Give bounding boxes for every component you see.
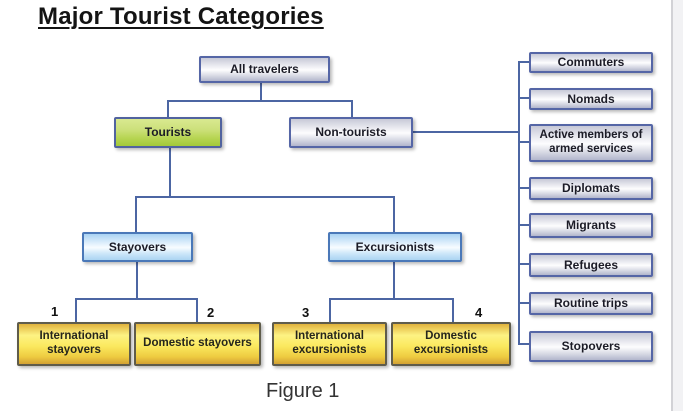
connector-line: [518, 302, 529, 304]
connector-line: [135, 196, 137, 232]
node-armed-services: Active members of armed services: [529, 124, 653, 162]
connector-line: [169, 148, 171, 198]
connector-line: [75, 298, 77, 322]
node-non-tourists: Non-tourists: [289, 117, 413, 148]
connector-line: [329, 298, 331, 322]
leaf-number-2: 2: [207, 305, 215, 320]
node-all-travelers: All travelers: [199, 56, 330, 83]
connector-line: [393, 196, 395, 232]
figure-title: Major Tourist Categories: [38, 3, 324, 30]
figure-caption: Figure 1: [266, 380, 340, 402]
node-commuters: Commuters: [529, 52, 653, 73]
node-nomads: Nomads: [529, 88, 653, 110]
connector-line: [167, 100, 353, 102]
node-domestic-stayovers: Domestic stayovers: [134, 322, 261, 366]
node-routine-trips: Routine trips: [529, 292, 653, 315]
node-excursionists: Excursionists: [328, 232, 462, 262]
node-domestic-excursionists: Domestic excursionists: [391, 322, 511, 366]
connector-line: [518, 187, 529, 189]
connector-line: [518, 61, 529, 63]
connector-line: [393, 262, 395, 300]
connector-line: [135, 196, 395, 198]
connector-line: [452, 298, 454, 322]
leaf-number-3: 3: [302, 305, 310, 320]
connector-line: [518, 224, 529, 226]
node-diplomats: Diplomats: [529, 177, 653, 200]
connector-line: [518, 263, 529, 265]
connector-line: [351, 100, 353, 117]
leaf-number-4: 4: [475, 305, 483, 320]
connector-line: [413, 131, 520, 133]
connector-line: [167, 100, 169, 117]
connector-line: [518, 343, 529, 345]
node-international-stayovers: International stayovers: [17, 322, 131, 366]
connector-line: [136, 262, 138, 300]
node-international-excursionists: International excursionists: [272, 322, 387, 366]
node-stayovers: Stayovers: [82, 232, 193, 262]
connector-line: [518, 97, 529, 99]
connector-line: [260, 83, 262, 101]
node-refugees: Refugees: [529, 253, 653, 277]
page-edge-strip: [671, 0, 683, 411]
connector-line: [75, 298, 198, 300]
leaf-number-1: 1: [51, 304, 59, 319]
connector-line: [518, 61, 520, 345]
connector-line: [518, 141, 529, 143]
node-migrants: Migrants: [529, 213, 653, 238]
node-stopovers: Stopovers: [529, 331, 653, 362]
connector-line: [196, 298, 198, 322]
connector-line: [329, 298, 454, 300]
node-tourists: Tourists: [114, 117, 222, 148]
